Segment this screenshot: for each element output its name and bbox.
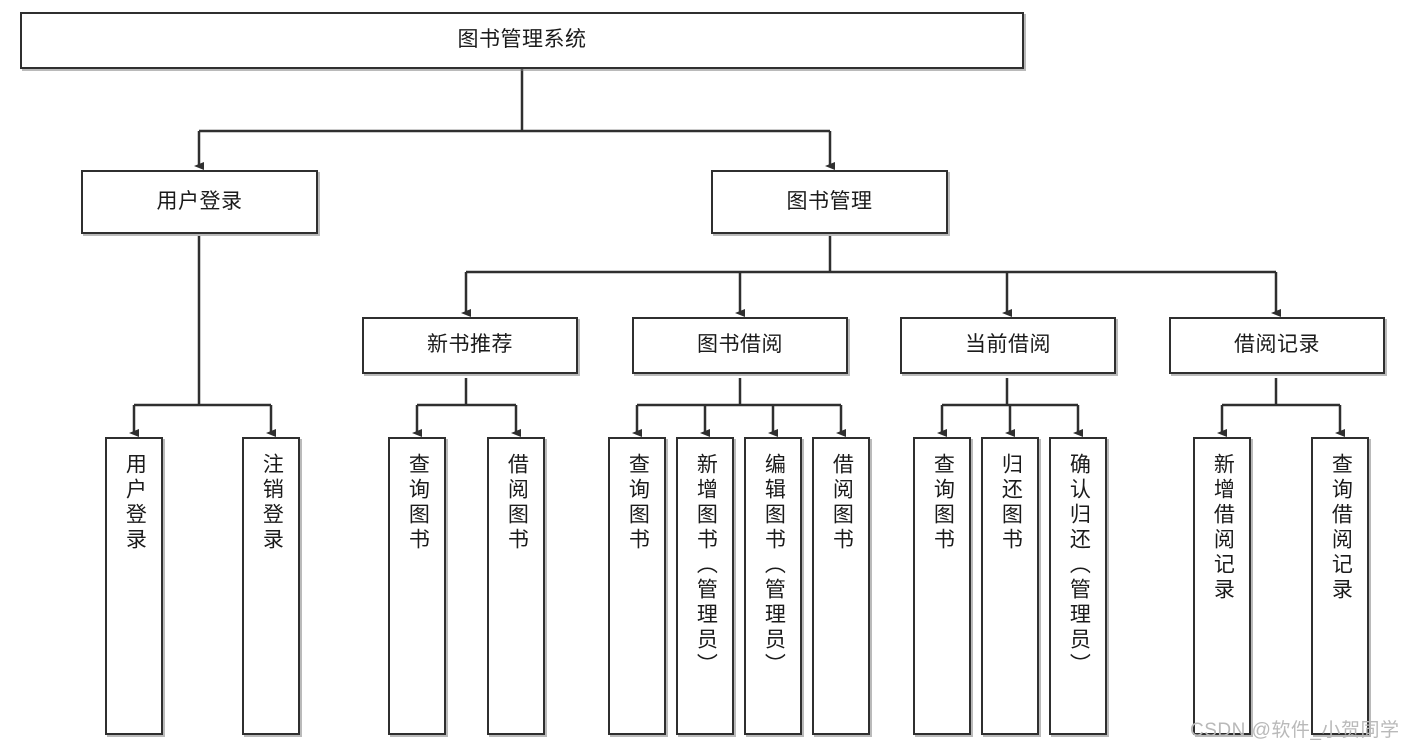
leaf-node-add-borrow-record[interactable]: 新增借阅记录 <box>1193 437 1251 735</box>
leaf-node-borrow-book-recommend[interactable]: 借阅图书 <box>487 437 545 735</box>
node-label: 借阅图书 <box>830 453 854 553</box>
node-label: 归还图书 <box>999 453 1023 553</box>
node-label: 确认归还（管理员） <box>1067 453 1091 678</box>
node-label: 图书管理 <box>786 189 873 213</box>
node-label: 编辑图书（管理员） <box>762 453 786 678</box>
node-label: 查询借阅记录 <box>1329 453 1353 603</box>
node-label: 查询图书 <box>406 453 430 553</box>
node-label: 查询图书 <box>931 453 955 553</box>
node-label: 用户登录 <box>156 189 243 213</box>
node-book-management-system[interactable]: 图书管理系统 <box>20 12 1024 69</box>
node-borrow-record[interactable]: 借阅记录 <box>1169 317 1385 374</box>
node-current-borrow[interactable]: 当前借阅 <box>900 317 1116 374</box>
leaf-node-logout-login[interactable]: 注销登录 <box>242 437 300 735</box>
leaf-node-user-login[interactable]: 用户登录 <box>105 437 163 735</box>
node-book-management[interactable]: 图书管理 <box>711 170 948 234</box>
leaf-node-query-book-borrow[interactable]: 查询图书 <box>608 437 666 735</box>
leaf-node-query-book-current[interactable]: 查询图书 <box>913 437 971 735</box>
leaf-node-edit-book[interactable]: 编辑图书（管理员） <box>744 437 802 735</box>
node-label: 注销登录 <box>260 453 284 553</box>
node-user-login[interactable]: 用户登录 <box>81 170 318 234</box>
node-label: 新增借阅记录 <box>1211 453 1235 603</box>
node-label: 图书管理系统 <box>457 28 587 52</box>
leaf-node-query-borrow-record[interactable]: 查询借阅记录 <box>1311 437 1369 735</box>
node-label: 借阅图书 <box>505 453 529 553</box>
leaf-node-confirm-return[interactable]: 确认归还（管理员） <box>1049 437 1107 735</box>
leaf-node-add-book[interactable]: 新增图书（管理员） <box>676 437 734 735</box>
node-label: 查询图书 <box>626 453 650 553</box>
node-label: 借阅记录 <box>1234 333 1320 357</box>
node-new-book-recommend[interactable]: 新书推荐 <box>362 317 578 374</box>
csdn-watermark: CSDN @软件_小贺同学 <box>1190 720 1400 741</box>
node-label: 新增图书（管理员） <box>694 453 718 678</box>
leaf-node-return-book[interactable]: 归还图书 <box>981 437 1039 735</box>
node-label: 用户登录 <box>123 453 147 553</box>
node-book-borrow[interactable]: 图书借阅 <box>632 317 848 374</box>
node-label: 图书借阅 <box>697 333 783 357</box>
node-label: 新书推荐 <box>427 333 513 357</box>
leaf-node-borrow-book[interactable]: 借阅图书 <box>812 437 870 735</box>
leaf-node-query-book-recommend[interactable]: 查询图书 <box>388 437 446 735</box>
node-label: 当前借阅 <box>965 333 1051 357</box>
